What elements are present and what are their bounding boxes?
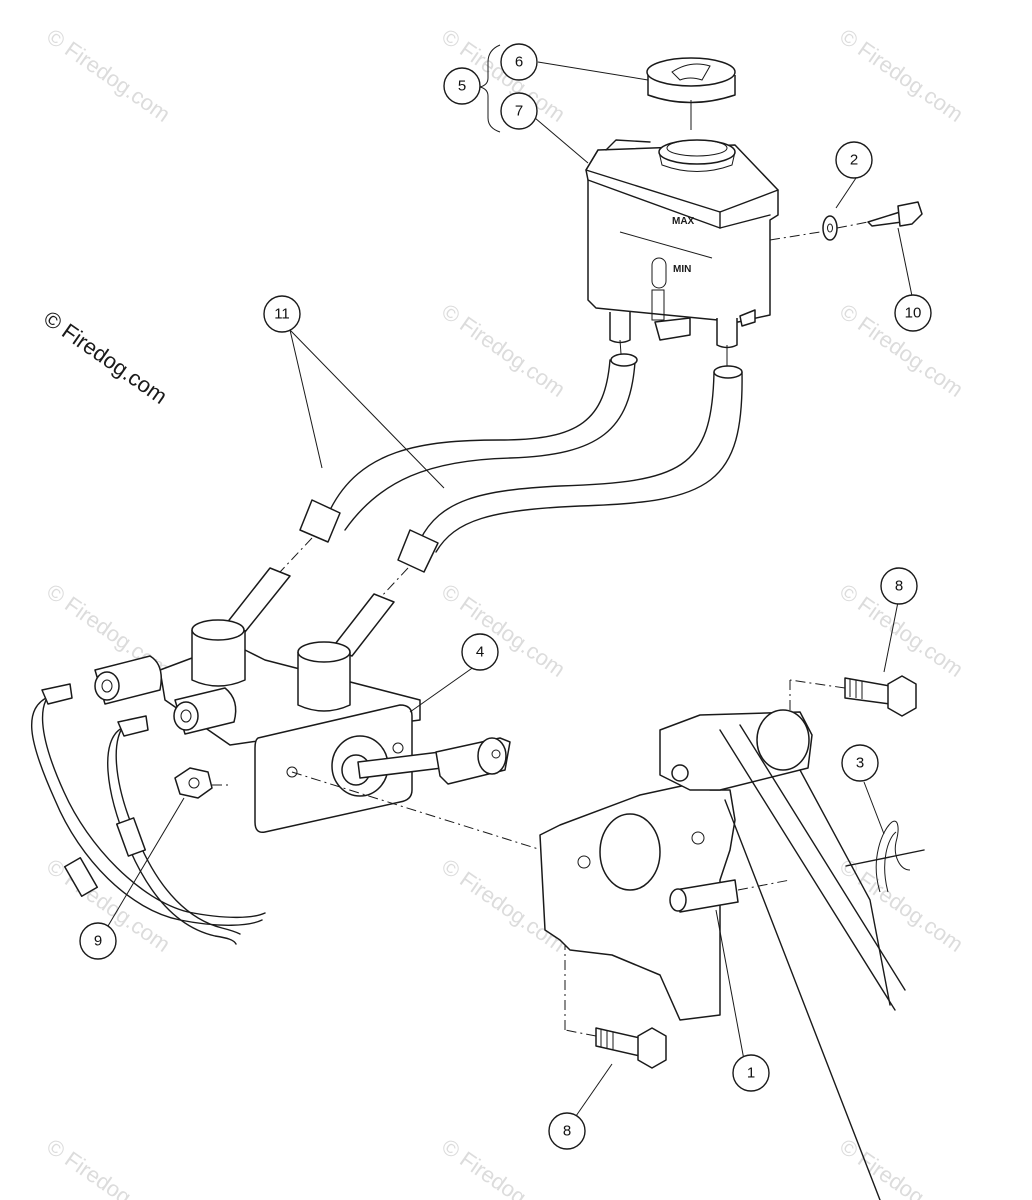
master-cylinder — [94, 619, 581, 863]
callout-5: 5 — [443, 67, 481, 105]
callout-2: 2 — [835, 141, 873, 179]
leader-lines — [107, 44, 913, 1117]
watermark: © Firedog.com — [42, 1134, 175, 1200]
callout-7: 7 — [500, 92, 538, 130]
pedal-bracket — [539, 709, 906, 1200]
callout-8-upper: 8 — [880, 567, 918, 605]
callout-1: 1 — [732, 1054, 770, 1092]
callout-label: 6 — [515, 54, 523, 71]
brake-lines — [31, 683, 266, 945]
watermark: © Firedog.com — [437, 299, 570, 402]
watermark: © Firedog.com — [437, 579, 570, 682]
callout-label: 1 — [747, 1065, 755, 1082]
callout-label: 4 — [476, 644, 484, 661]
watermark: © Firedog.com — [437, 1134, 570, 1200]
mounting-nut — [174, 767, 232, 799]
reservoir-screw-assembly — [769, 201, 923, 241]
min-label: MIN — [673, 264, 691, 275]
callout-3: 3 — [841, 744, 879, 782]
callout-label: 7 — [515, 103, 523, 120]
callout-4: 4 — [461, 633, 499, 671]
pivot-bolt — [789, 675, 917, 717]
callout-label: 3 — [856, 755, 864, 772]
reservoir-hoses — [225, 339, 743, 657]
callout-label: 11 — [274, 306, 290, 323]
watermark: © Firedog.com — [835, 24, 968, 127]
copyright-text: © Firedog.com — [39, 306, 172, 409]
callout-label: 8 — [563, 1123, 571, 1140]
callout-label: 2 — [850, 152, 858, 169]
watermark: © Firedog.com — [835, 854, 968, 957]
callout-label: 10 — [905, 305, 922, 322]
reservoir-cap — [646, 57, 736, 130]
bracket-bolt — [564, 945, 667, 1069]
callout-label: 5 — [458, 78, 466, 95]
callout-6: 6 — [500, 43, 538, 81]
callout-8-lower: 8 — [548, 1112, 586, 1150]
watermark-layer: © Firedog.com © Firedog.com © Firedog.co… — [42, 24, 968, 1200]
callout-9: 9 — [79, 922, 117, 960]
callout-10: 10 — [894, 294, 932, 332]
callout-11: 11 — [263, 295, 301, 333]
callout-label: 8 — [895, 578, 903, 595]
watermark: © Firedog.com — [835, 1134, 968, 1200]
max-label: MAX — [672, 216, 695, 227]
clevis-pin-and-clip — [669, 820, 925, 913]
watermark: © Firedog.com — [42, 24, 175, 127]
reservoir-tank: MAX MIN — [585, 139, 779, 349]
callout-label: 9 — [94, 933, 102, 950]
